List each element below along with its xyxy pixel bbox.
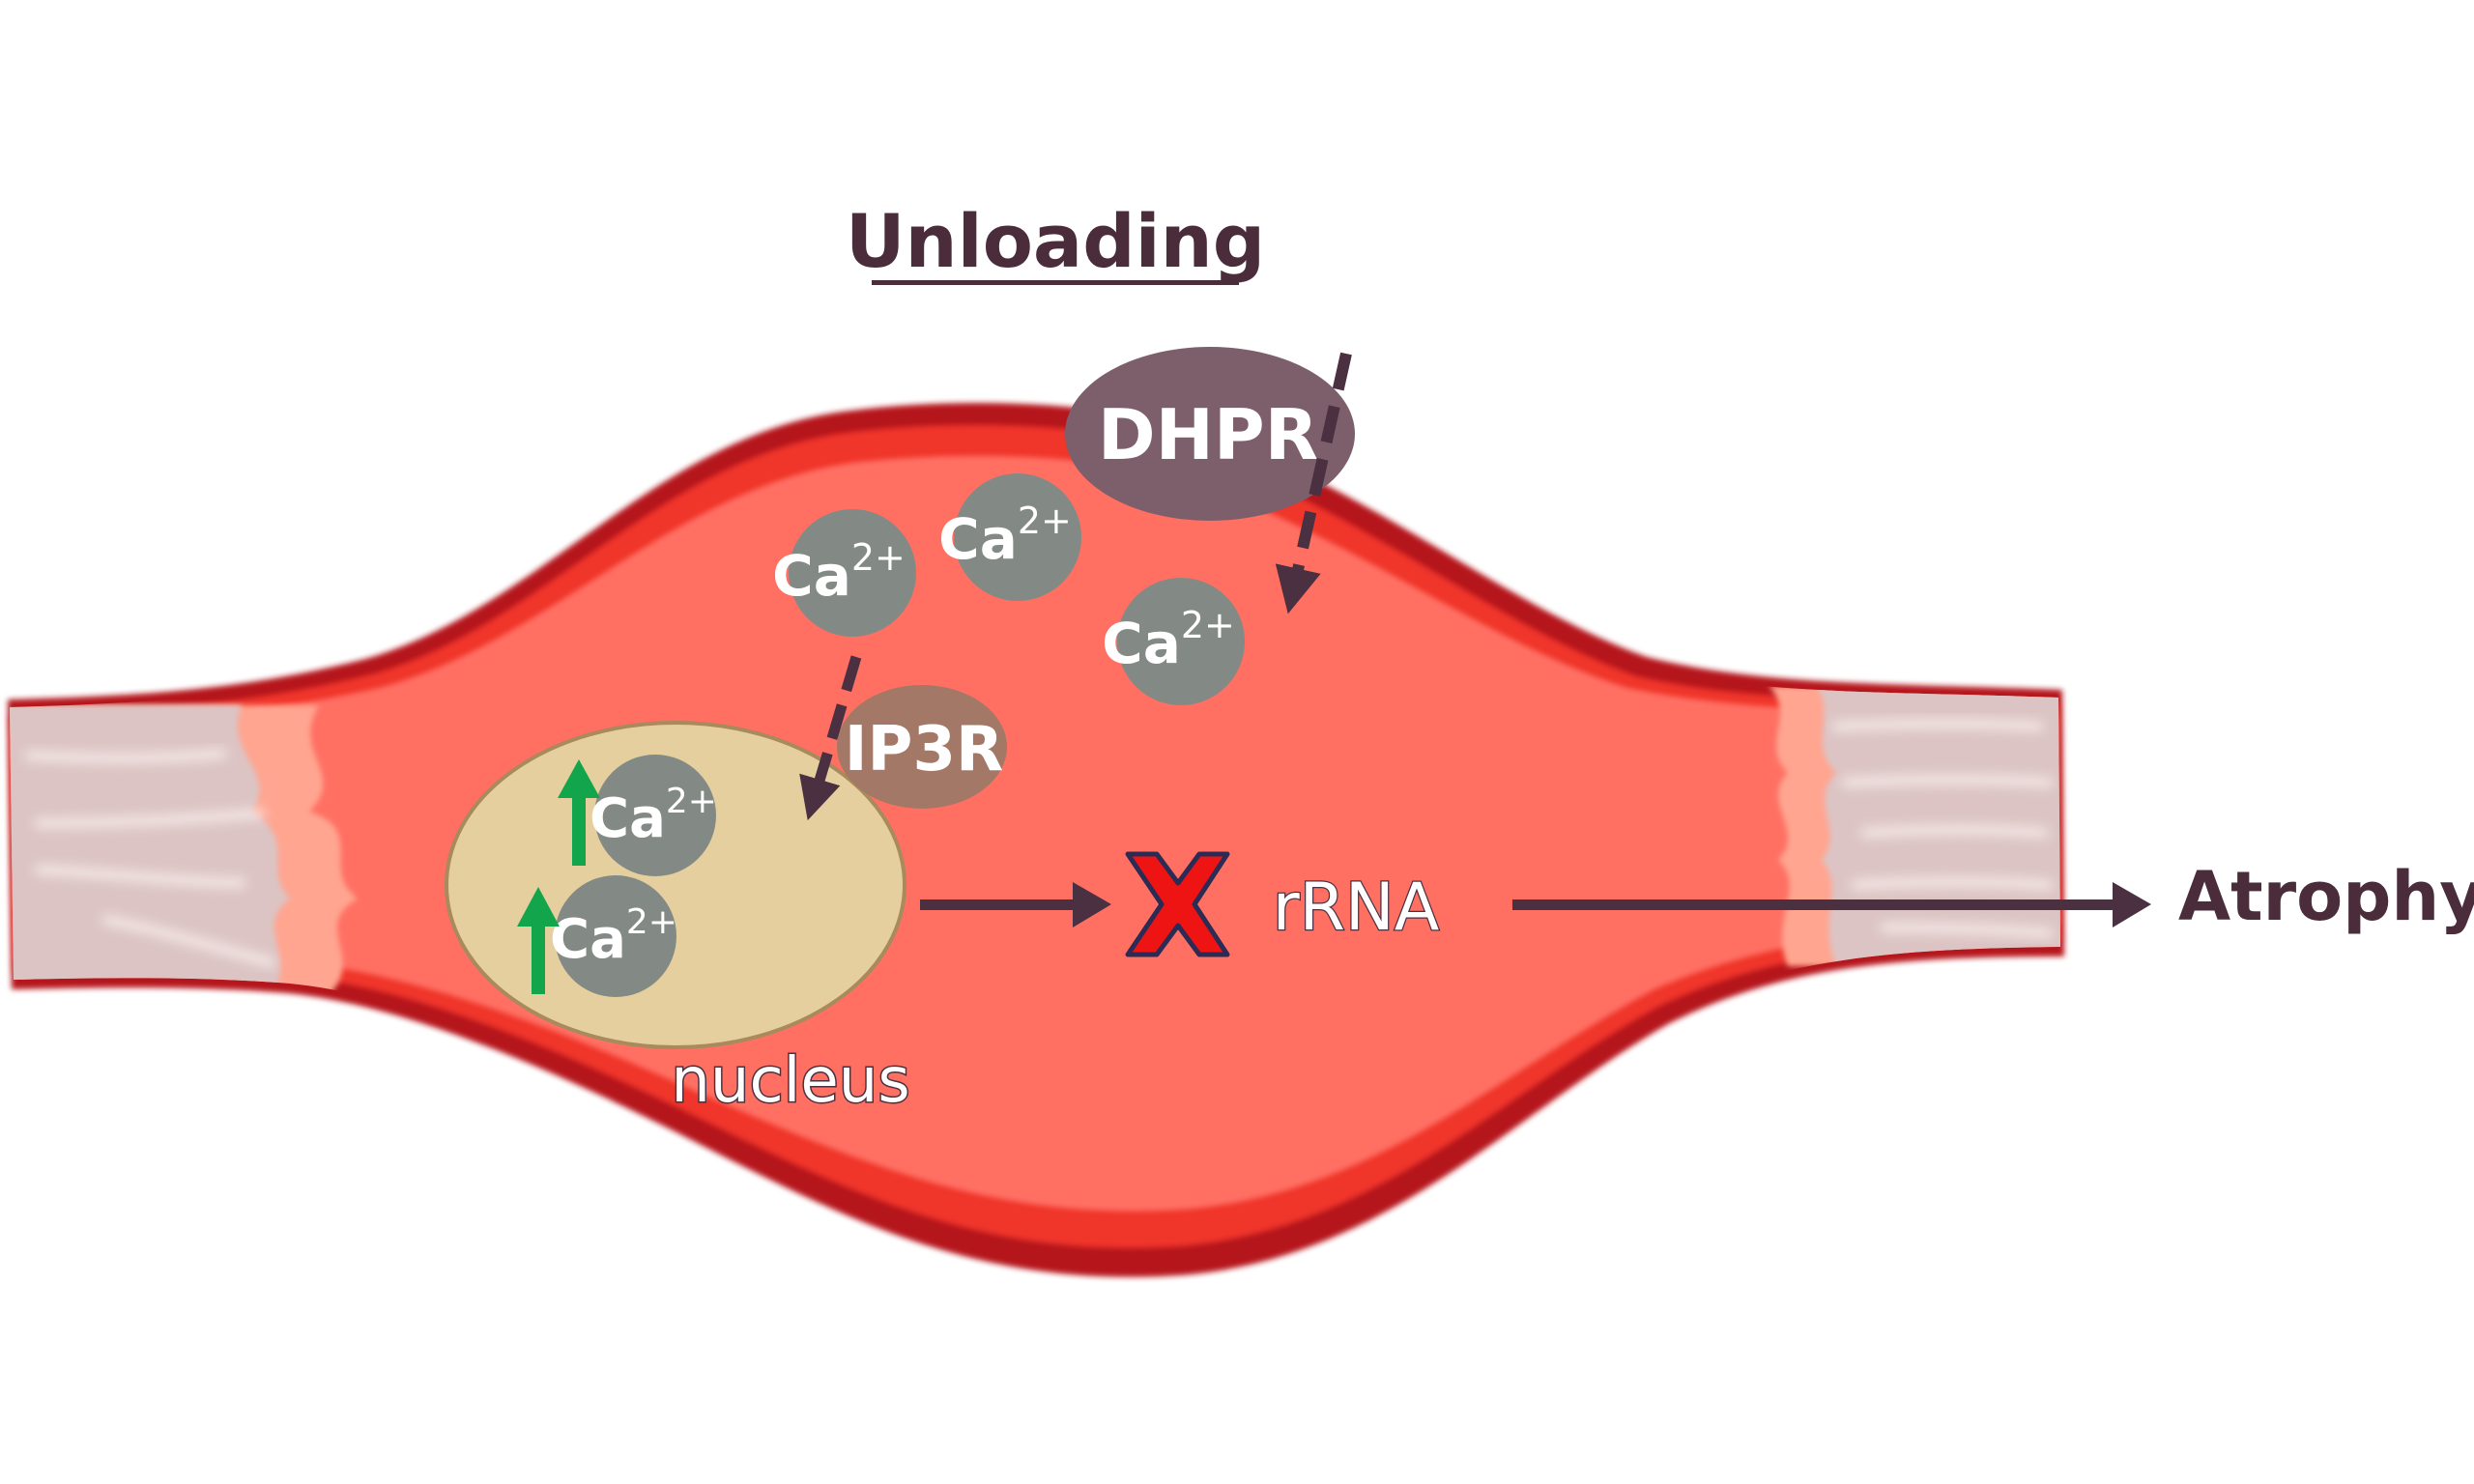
calcium-charge: 2+ bbox=[626, 902, 677, 942]
svg-text:Ca2+: Ca2+ bbox=[1102, 604, 1235, 676]
svg-text:Ca2+: Ca2+ bbox=[590, 782, 717, 850]
ip3r-label: IP3R bbox=[845, 714, 1004, 785]
block-x-icon bbox=[1125, 851, 1230, 957]
tendon-left-band bbox=[10, 705, 290, 995]
svg-text:Ca2+: Ca2+ bbox=[772, 536, 906, 609]
svg-text:Ca2+: Ca2+ bbox=[938, 499, 1072, 572]
nucleus bbox=[445, 721, 906, 1049]
ip3r-signal-arrow bbox=[799, 655, 862, 821]
calcium-symbol: Ca bbox=[550, 908, 626, 971]
calcium-symbol: Ca bbox=[938, 506, 1018, 572]
calcium-symbol: Ca bbox=[590, 787, 666, 850]
nucleus-to-rrna-arrow bbox=[920, 882, 1111, 928]
calcium-charge: 2+ bbox=[1018, 499, 1072, 542]
unloading-title: Unloading bbox=[846, 198, 1265, 285]
calcium-ion: Ca2+ bbox=[772, 509, 916, 637]
dhpr-signal-arrow bbox=[1275, 352, 1352, 614]
calcium-ion: Ca2+ bbox=[1102, 578, 1245, 705]
increase-arrow-icon bbox=[558, 759, 600, 866]
calcium-charge: 2+ bbox=[1181, 604, 1235, 646]
calcium-charge: 2+ bbox=[851, 536, 906, 579]
tendon-right bbox=[1769, 686, 2060, 966]
dhpr-receptor: DHPR bbox=[1065, 347, 1355, 521]
calcium-symbol: Ca bbox=[772, 543, 851, 609]
calcium-symbol: Ca bbox=[1102, 611, 1181, 676]
tendon-left bbox=[10, 705, 358, 995]
muscle-body bbox=[12, 455, 2058, 1212]
muscle-fiber bbox=[8, 403, 2064, 1277]
rrna-label: rRNA bbox=[1273, 870, 1440, 946]
ip3r-receptor: IP3R bbox=[837, 685, 1007, 809]
svg-text:Ca2+: Ca2+ bbox=[550, 902, 677, 971]
nuclear-calcium-ion: Ca2+ bbox=[550, 875, 677, 997]
tendon-left-striations bbox=[24, 749, 275, 967]
tendon-right-striations bbox=[1831, 719, 2054, 938]
nucleus-label: nucleus bbox=[671, 1045, 909, 1117]
nuclear-calcium-ion: Ca2+ bbox=[590, 755, 717, 876]
title-text: Unloading bbox=[846, 198, 1265, 284]
increase-arrow-icon bbox=[517, 887, 560, 994]
title-underline bbox=[872, 280, 1239, 285]
dhpr-label: DHPR bbox=[1098, 394, 1318, 475]
atrophy-label: Atrophy bbox=[2178, 857, 2474, 936]
calcium-charge: 2+ bbox=[666, 782, 717, 821]
rrna-to-atrophy-arrow bbox=[1512, 882, 2151, 928]
calcium-ion: Ca2+ bbox=[938, 473, 1081, 601]
nucleus-body bbox=[445, 721, 906, 1049]
